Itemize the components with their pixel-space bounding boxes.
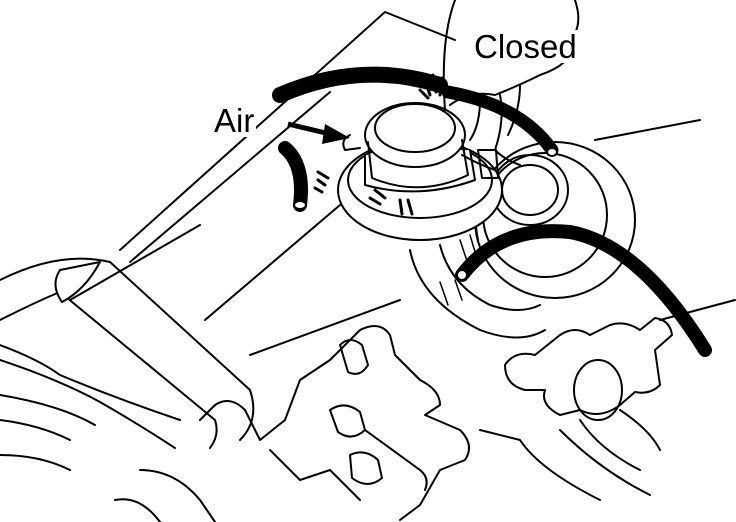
closed-label: Closed [472,28,579,65]
air-valve [337,102,503,241]
second-valve [474,141,636,299]
engine-block-outline [69,11,736,356]
top-hose-right [441,85,559,157]
left-tube [0,257,255,471]
click-marks [313,73,444,216]
air-label: Air [212,102,257,139]
mounting-bracket [114,325,470,522]
top-hose [272,66,448,103]
right-hose [455,224,712,357]
right-bolt-fitting [479,317,673,501]
left-short-hose [278,141,308,212]
air-arrow [287,121,350,144]
